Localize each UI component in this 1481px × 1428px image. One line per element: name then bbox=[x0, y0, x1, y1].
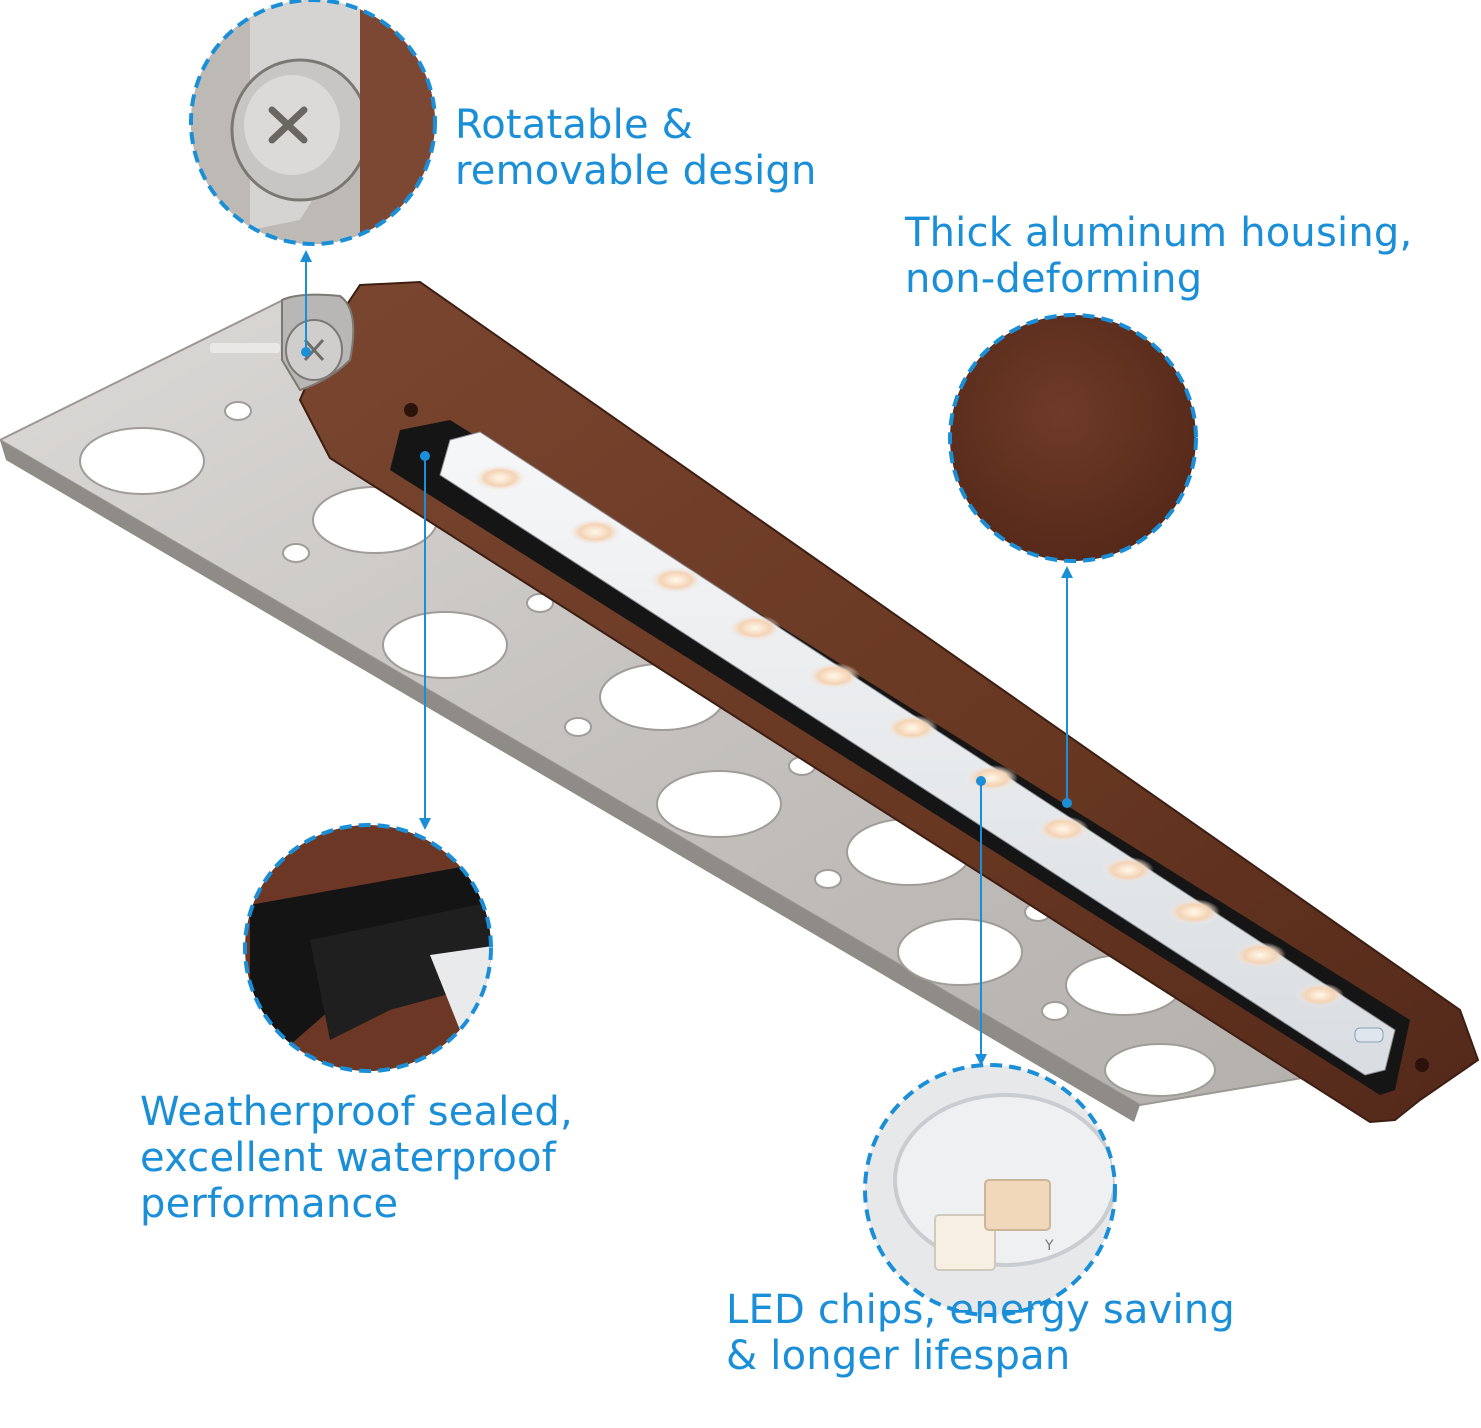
zoom-circle-icon: Y bbox=[863, 1063, 1117, 1317]
led-chips bbox=[474, 465, 1344, 1007]
callout-line: Weatherproof sealed, bbox=[140, 1089, 573, 1135]
bracket-screw bbox=[210, 293, 355, 392]
callout-aluminum-housing: Thick aluminum housing, non-deforming bbox=[905, 210, 1412, 302]
callout-led-chips: LED chips, energy saving & longer lifesp… bbox=[726, 1287, 1235, 1379]
callout-rotatable-design: Rotatable & removable design bbox=[455, 102, 817, 194]
callout-arrows bbox=[300, 250, 1073, 1066]
callout-line: performance bbox=[140, 1181, 399, 1227]
light-housing bbox=[298, 280, 1480, 1124]
callout-arrow-icon bbox=[300, 250, 312, 357]
callout-arrow-icon bbox=[975, 776, 987, 1066]
callout-arrow-icon bbox=[1061, 566, 1073, 808]
callout-line: non-deforming bbox=[905, 256, 1203, 302]
callout-line: Rotatable & bbox=[455, 102, 694, 148]
callout-line: & longer lifespan bbox=[726, 1333, 1071, 1379]
svg-text:Y: Y bbox=[1044, 1238, 1054, 1254]
callout-line: Thick aluminum housing, bbox=[905, 210, 1413, 256]
zoom-circle-icon bbox=[189, 0, 437, 246]
callout-line: excellent waterproof bbox=[140, 1135, 557, 1181]
callout-arrow-icon bbox=[419, 451, 431, 830]
zoom-circle-icon bbox=[948, 313, 1198, 563]
callout-line: removable design bbox=[455, 148, 817, 194]
callout-line: LED chips, energy saving bbox=[726, 1287, 1235, 1333]
callout-weatherproof: Weatherproof sealed, excellent waterproo… bbox=[140, 1089, 573, 1227]
zoom-circle-icon bbox=[243, 823, 493, 1073]
